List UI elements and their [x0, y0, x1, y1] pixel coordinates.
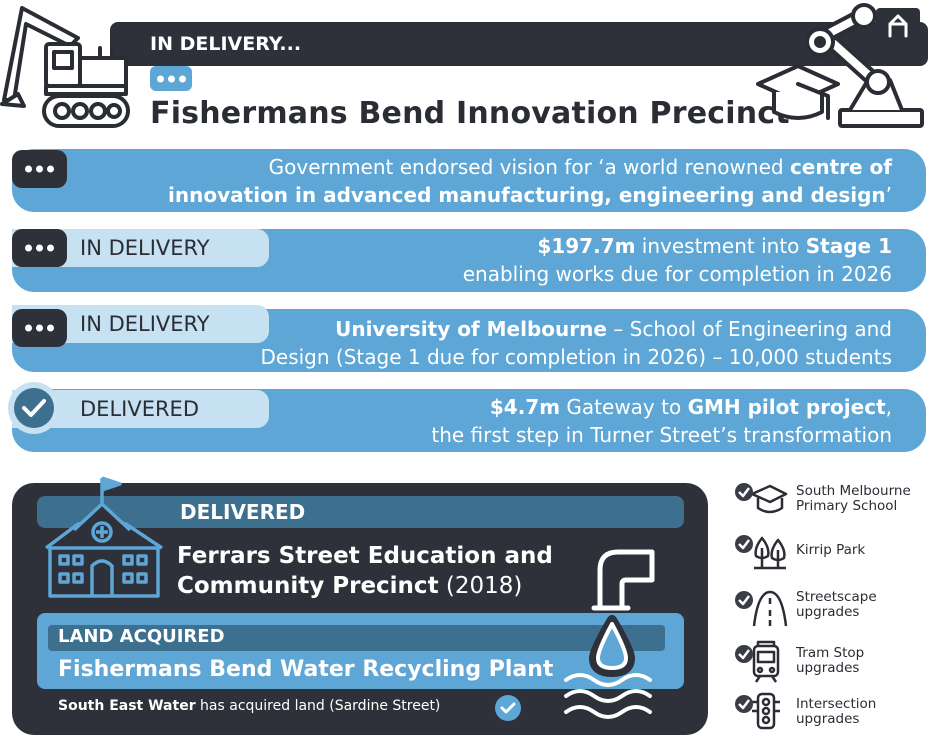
- check-circle-icon: [495, 695, 521, 721]
- page-title: Fishermans Bend Innovation Precinct: [150, 96, 790, 131]
- water-pipe-icon: [564, 549, 655, 719]
- land-acquired-bar: [48, 625, 665, 651]
- university-text: University of Melbourne – School of Engi…: [260, 317, 893, 369]
- ferrars-title: Ferrars Street Education and Community P…: [177, 543, 553, 599]
- list-label: Kirrip Park: [796, 542, 866, 558]
- status-label: IN DELIVERY: [80, 312, 210, 336]
- more-dots-icon: [150, 66, 192, 91]
- traffic-light-icon: [735, 692, 780, 730]
- delivered-bar: [37, 496, 684, 528]
- excavator-icon: [0, 6, 130, 128]
- list-item: Kirrip Park: [732, 530, 930, 580]
- trees-icon: [735, 535, 786, 570]
- header-status: IN DELIVERY...: [150, 33, 302, 55]
- row2-dots-icon: [12, 229, 67, 267]
- status-label: DELIVERED: [80, 397, 199, 421]
- vision-row: [12, 149, 926, 212]
- header-bar: [110, 22, 928, 66]
- gmh-text: $4.7m Gateway to GMH pilot project, the …: [431, 395, 892, 447]
- graduation-cap-icon: [735, 483, 788, 514]
- stage1-text: $197.7m investment into Stage 1 enabling…: [462, 234, 892, 286]
- status-label: IN DELIVERY: [80, 236, 210, 260]
- check-circle-icon: [8, 382, 60, 434]
- vision-text: Government endorsed vision for ‘a world …: [168, 155, 892, 207]
- row3-dots-icon: [12, 309, 67, 347]
- water-plant-title: Fishermans Bend Water Recycling Plant: [58, 657, 554, 682]
- row1-dots-icon: [12, 150, 67, 188]
- road-icon: [735, 590, 788, 627]
- delivered-label: DELIVERED: [180, 500, 306, 524]
- land-acquired-label: LAND ACQUIRED: [58, 626, 225, 647]
- robot-arm-icon: [756, 3, 924, 128]
- south-east-water-note: South East Water has acquired land (Sard…: [58, 698, 441, 714]
- tram-icon: [735, 640, 780, 683]
- school-icon: [44, 476, 163, 598]
